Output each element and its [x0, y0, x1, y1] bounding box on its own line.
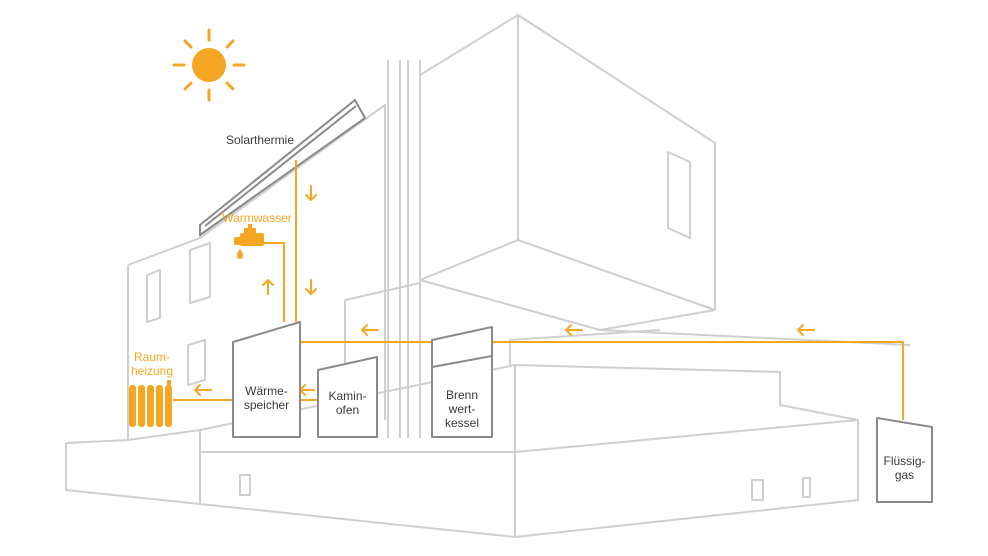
waermespeicher-label: Wärme- speicher: [243, 384, 290, 412]
arrow-icon: [262, 279, 274, 295]
arrow-icon: [305, 185, 317, 201]
equipment-boxes: [232, 321, 933, 503]
sun-icon: [172, 28, 246, 102]
waermespeicher-box: [232, 321, 301, 438]
arrow-icon: [361, 324, 379, 336]
flow-arrows: [194, 185, 815, 396]
arrow-icon: [299, 384, 315, 396]
brennwertkessel-box: [431, 326, 493, 438]
radiator-icon: [129, 380, 172, 427]
arrow-icon: [305, 279, 317, 295]
kaminofen-box: [317, 356, 378, 438]
arrow-icon: [797, 324, 815, 336]
solar-panel: [199, 99, 366, 236]
arrow-icon: [565, 324, 583, 336]
faucet-icon: [234, 224, 264, 259]
warmwasser-label: Warmwasser: [222, 211, 292, 225]
fluessiggas-box: [876, 417, 933, 503]
arrow-icon: [194, 384, 212, 396]
pipe-network: [173, 160, 904, 420]
brennwertkessel-label: Brenn wert- kessel: [444, 388, 479, 430]
fluessiggas-label: Flüssig- gas: [883, 454, 926, 482]
house-outline: [65, 14, 911, 538]
solarthermie-label: Solarthermie: [225, 133, 295, 147]
kaminofen-label: Kamin- ofen: [328, 389, 367, 417]
raumheizung-label: Raum- heizung: [130, 350, 174, 378]
